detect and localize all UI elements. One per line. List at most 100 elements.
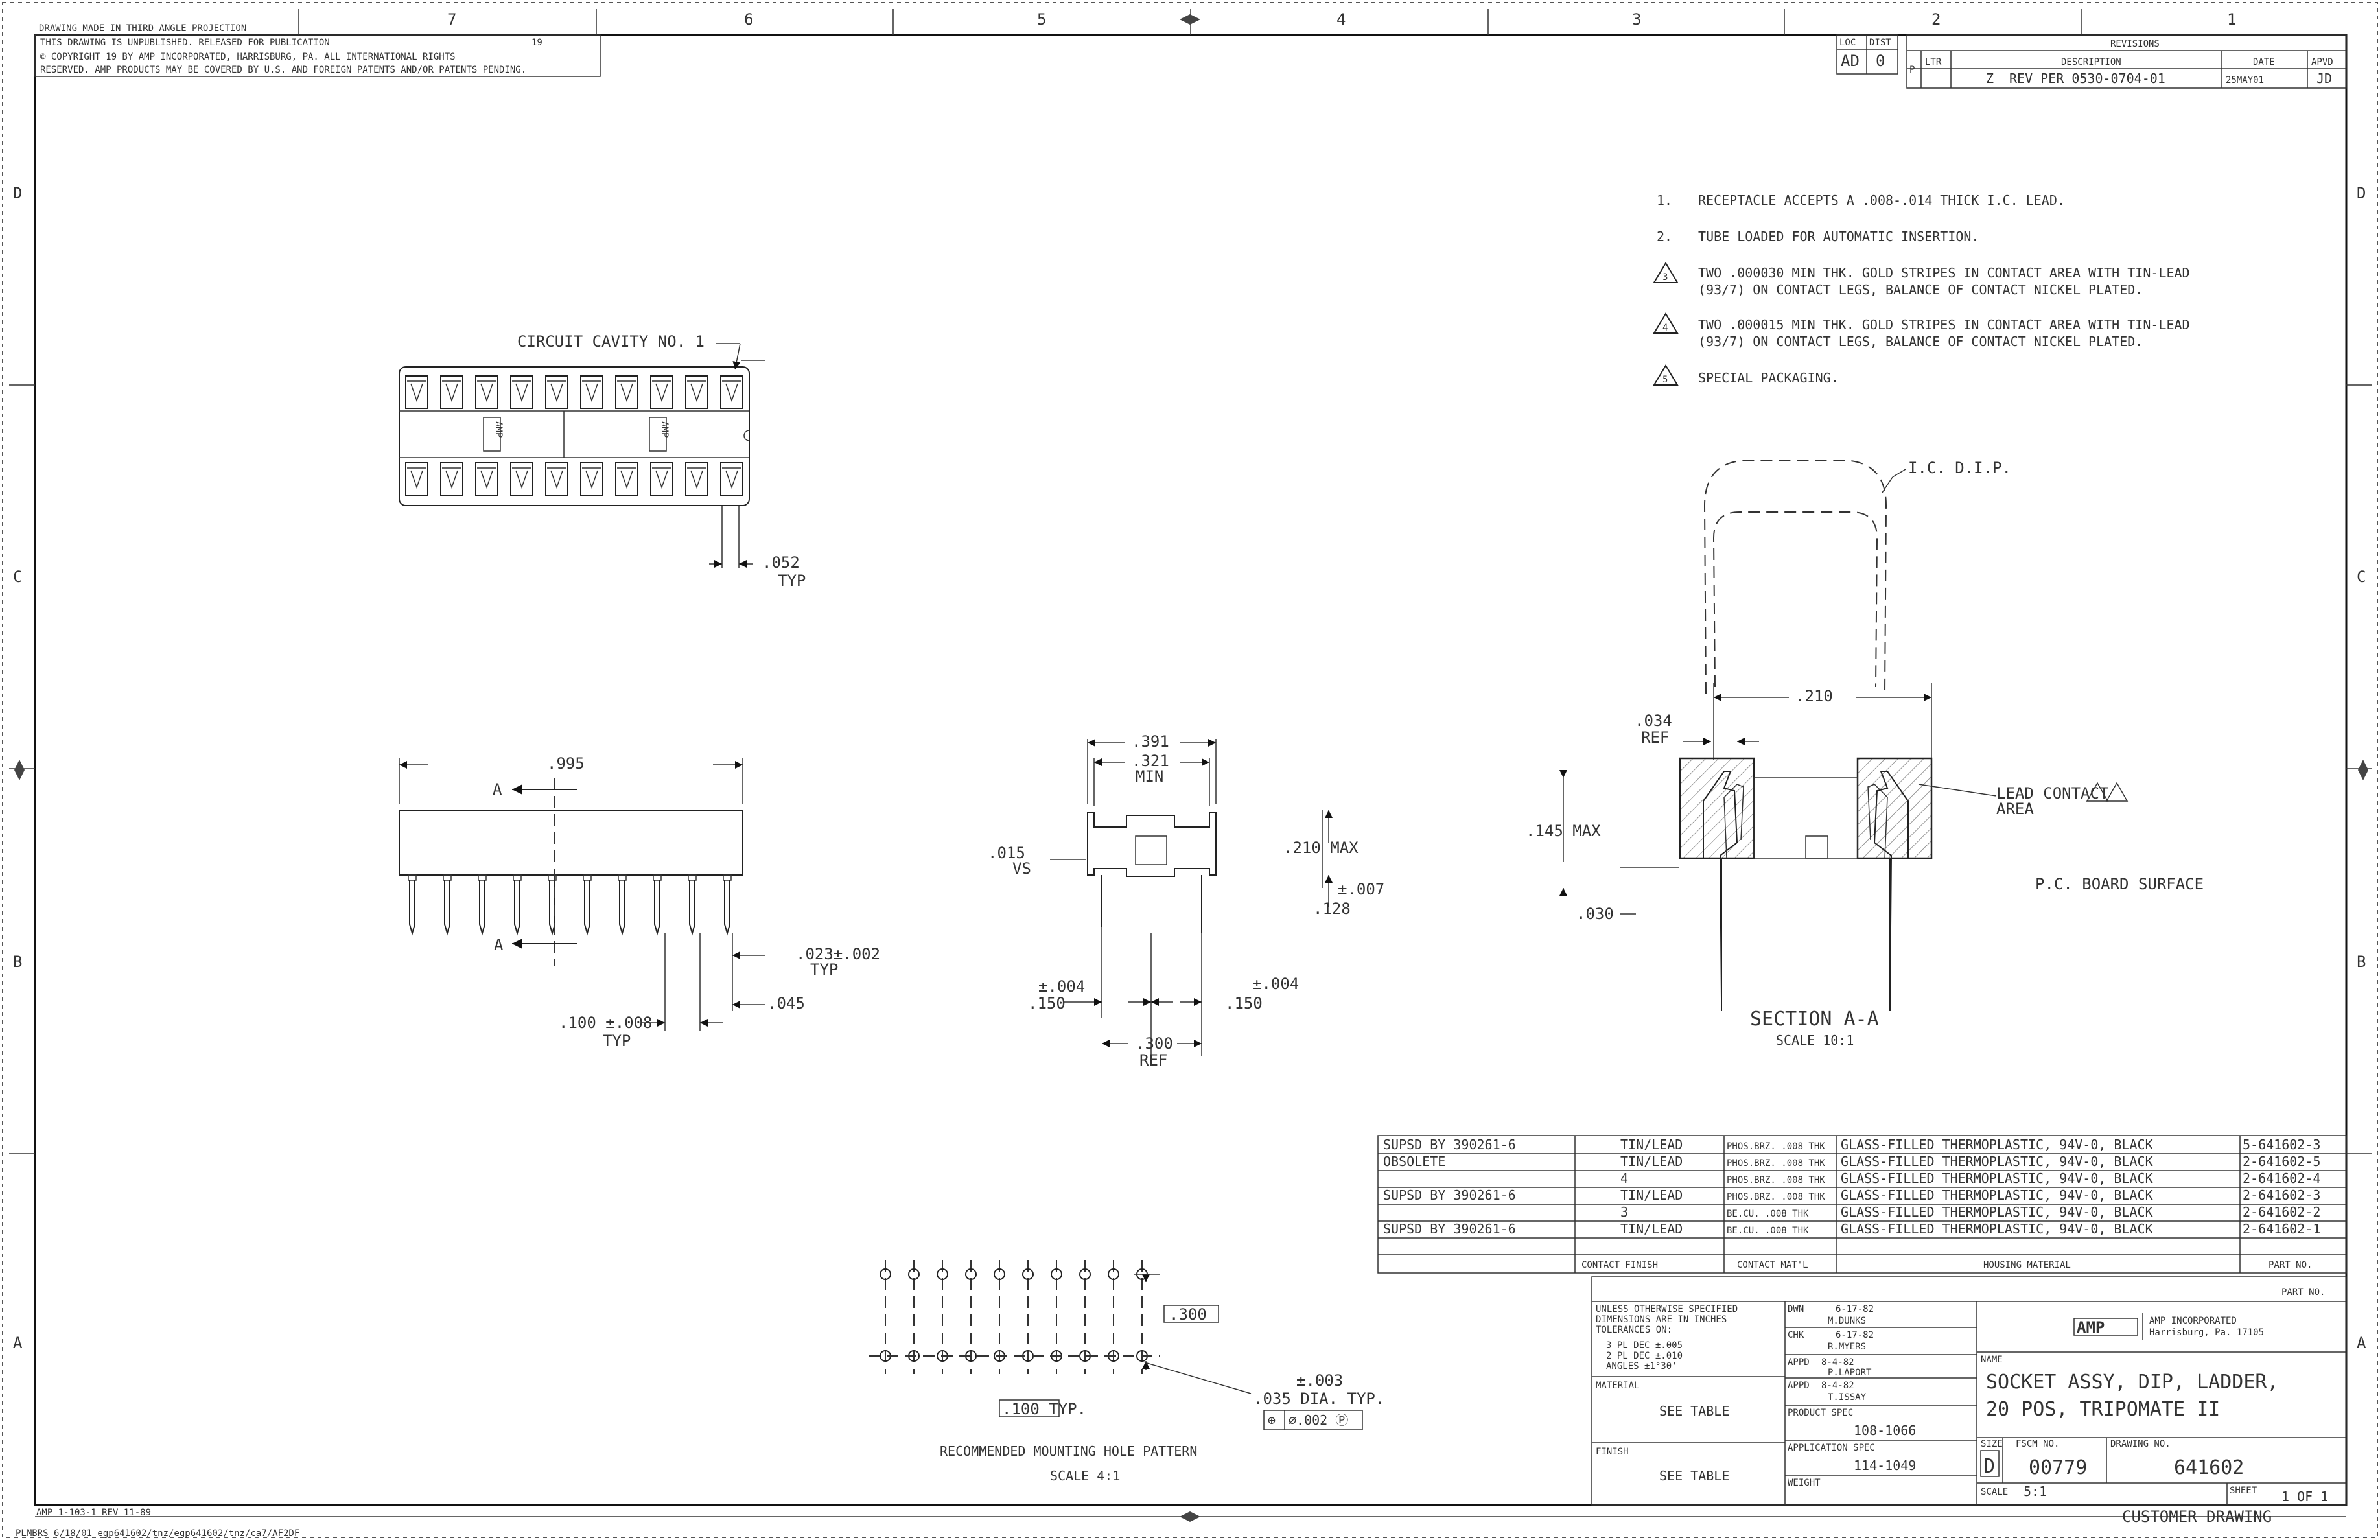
tolerance-note: 3 PL DEC ±.005 (1606, 1340, 1683, 1351)
inner-dim: .321 (1132, 752, 1169, 770)
fscm-value: 00779 (2029, 1456, 2087, 1479)
lead (409, 880, 415, 936)
scale-label: SCALE (1981, 1487, 2008, 1497)
feature-control-frame: ⌀.002 Ⓟ (1289, 1412, 1348, 1428)
title-block: PART NO. UNLESS OTHERWISE SPECIFIED DIME… (1591, 1276, 2347, 1526)
contact-spring (655, 383, 668, 402)
projection-note: DRAWING MADE IN THIRD ANGLE PROJECTION (39, 23, 246, 34)
center-mark-icon (1180, 14, 1200, 25)
form-number: AMP 1-103-1 REV 11-89 (36, 1508, 151, 1518)
contact-spring (550, 383, 563, 402)
chk-date: 6-17-82 (1836, 1330, 1874, 1340)
height-max-section: .145 MAX (1526, 822, 1601, 840)
pattern-pitch: .100 TYP. (1002, 1400, 1086, 1418)
rev-approver: JD (2316, 71, 2332, 86)
flag-4-icon (2105, 782, 2129, 802)
col-description: DESCRIPTION (2061, 57, 2121, 67)
bom-part-no: 2-641602-1 (2243, 1221, 2320, 1237)
cavity (475, 462, 498, 496)
lead-shoulder (548, 874, 557, 881)
pattern-row-dim: .300 (1169, 1305, 1207, 1324)
lead (584, 880, 590, 936)
contact-spring (725, 470, 738, 489)
appd2-date: 8-4-82 (1821, 1381, 1854, 1391)
position-tolerance-icon: ⊕ (1268, 1412, 1276, 1428)
bom-supersede: SUPSD BY 390261-6 (1383, 1187, 1516, 1203)
part-no-label: PART NO. (2281, 1287, 2325, 1298)
appd-name: P.LAPORT (1828, 1368, 1872, 1378)
note-number: 1. (1657, 192, 1672, 208)
tolerance-note: DIMENSIONS ARE IN INCHES (1596, 1314, 1727, 1325)
contact-spring (690, 470, 703, 489)
zone-label: 3 (1632, 10, 1641, 29)
app-spec-value: 114-1049 (1854, 1458, 1916, 1473)
lead-tip-dim: .045 (767, 994, 805, 1012)
top-view: AMP AMP CIRCUIT CAVITY NO. 1 .052 TYP (399, 332, 806, 590)
drawing-name-line1: SOCKET ASSY, DIP, LADDER, (1986, 1371, 2279, 1394)
flag-3-icon (2086, 782, 2109, 802)
amp-logo-left: AMP (493, 421, 504, 438)
zone-label: B (13, 953, 22, 971)
zone-label: C (2357, 568, 2366, 586)
bom-finish: TIN/LEAD (1620, 1187, 1683, 1203)
mounting-hole (1051, 1268, 1062, 1280)
lead-shoulder (443, 874, 452, 881)
amp-logo-right: AMP (659, 421, 670, 438)
rev-date: 25MAY01 (2226, 75, 2264, 86)
height-max-dim: .210 MAX (1283, 839, 1359, 857)
housing-end (1087, 812, 1217, 877)
tolerance-note: 2 PL DEC ±.010 (1606, 1351, 1683, 1361)
shoulder-dim: .015 (988, 844, 1025, 862)
loc-value: AD (1841, 52, 1860, 70)
copyright-note: © COPYRIGHT 19 BY AMP INCORPORATED, HARR… (40, 52, 456, 62)
bom-part-no: 2-641602-4 (2243, 1171, 2320, 1186)
bom-housing: GLASS-FILLED THERMOPLASTIC, 94V-0, BLACK (1841, 1154, 2153, 1169)
section-a-a: I.C. D.I.P. .210 .034 REF .145 MAX .030 … (1526, 459, 2204, 1048)
bom-housing: GLASS-FILLED THERMOPLASTIC, 94V-0, BLACK (1841, 1187, 2153, 1203)
pitch-dim: .052 (762, 554, 800, 572)
ic-dip-label: I.C. D.I.P. (1908, 459, 2011, 477)
note-number: 2. (1657, 229, 1672, 244)
zone-label: 2 (1931, 10, 1941, 29)
col-ltr: LTR (1925, 57, 1942, 67)
rev-description: REV PER 0530-0704-01 (2009, 71, 2165, 86)
cavity (580, 462, 603, 496)
note-text: TWO .000015 MIN THK. GOLD STRIPES IN CON… (1698, 317, 2190, 332)
pattern-title: RECOMMENDED MOUNTING HOLE PATTERN (940, 1443, 1197, 1459)
lead-shoulder (688, 874, 697, 881)
lead-contact-label-2: AREA (1996, 800, 2034, 818)
lead-width-typ: TYP (810, 961, 838, 979)
chk-label: CHK (1788, 1330, 1804, 1340)
mounting-hole (1079, 1268, 1091, 1280)
lead (479, 880, 485, 936)
col-apvd: APVD (2311, 57, 2333, 67)
bom-housing: GLASS-FILLED THERMOPLASTIC, 94V-0, BLACK (1841, 1221, 2153, 1237)
zone-label: B (2357, 953, 2366, 971)
cavity (615, 375, 638, 409)
contact-spring (585, 383, 598, 402)
flag-note-3-icon (1653, 262, 1679, 283)
zone-label: 7 (447, 10, 456, 29)
contact-spring (515, 383, 528, 402)
end-view: .391 .321 MIN .210 MAX ±.007 .128 .015 V… (988, 732, 1384, 1069)
contact-spring (410, 470, 423, 489)
zone-label: 6 (744, 10, 753, 29)
contact-spring (725, 383, 738, 402)
company-name: AMP INCORPORATED (2149, 1316, 2237, 1326)
bom-finish: TIN/LEAD (1620, 1221, 1683, 1237)
bom-header-part: PART NO. (2269, 1260, 2312, 1270)
lead-shoulder (618, 874, 627, 881)
ref-label: REF (1641, 729, 1669, 747)
standoff-dim: .128 (1313, 900, 1351, 918)
inner-min: MIN (1136, 767, 1163, 786)
lead (619, 880, 625, 936)
contact-spring (480, 383, 493, 402)
drawing-no-value: 641602 (2174, 1456, 2244, 1479)
section-title: SECTION A-A (1750, 1008, 1879, 1031)
bom-contact: PHOS.BRZ. .008 THK (1727, 1192, 1825, 1202)
bom-finish: 4 (1620, 1171, 1628, 1186)
bom-part-no: 2-641602-5 (2243, 1154, 2320, 1169)
drawing-no-label: DRAWING NO. (2110, 1439, 2171, 1449)
tolerance-note: ANGLES ±1°30' (1606, 1361, 1677, 1371)
